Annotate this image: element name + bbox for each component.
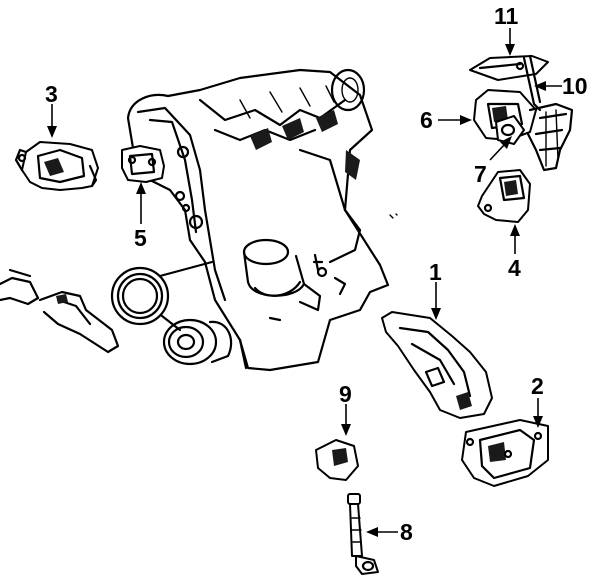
callout-9: 9 — [339, 381, 352, 407]
callout-11: 11 — [494, 3, 519, 29]
callout-labels: 1 2 3 4 5 6 7 8 9 10 11 — [45, 3, 588, 545]
part-9-bracket — [315, 439, 359, 481]
callout-10: 10 — [562, 73, 588, 99]
thermostat-housing — [242, 238, 322, 312]
side-rail — [526, 102, 574, 172]
callout-5: 5 — [134, 225, 147, 251]
callout-1: 1 — [429, 259, 442, 285]
callout-4: 4 — [508, 255, 521, 281]
engine-block — [110, 68, 398, 372]
callout-leaders — [47, 28, 562, 537]
part-3-mount — [14, 141, 99, 191]
part-5-bracket — [121, 145, 165, 183]
crossmember-brace — [0, 268, 120, 354]
callout-6: 6 — [420, 107, 433, 133]
part-7-insulator — [495, 115, 525, 145]
part-2-plate — [461, 419, 549, 487]
callout-3: 3 — [45, 81, 58, 107]
callout-2: 2 — [531, 373, 544, 399]
part-11-bracket — [469, 55, 549, 81]
callout-7: 7 — [474, 161, 487, 187]
part-8-damper — [347, 493, 379, 575]
part-1-bracket — [381, 311, 493, 419]
part-4-mount — [477, 169, 531, 223]
callout-8: 8 — [400, 519, 413, 545]
